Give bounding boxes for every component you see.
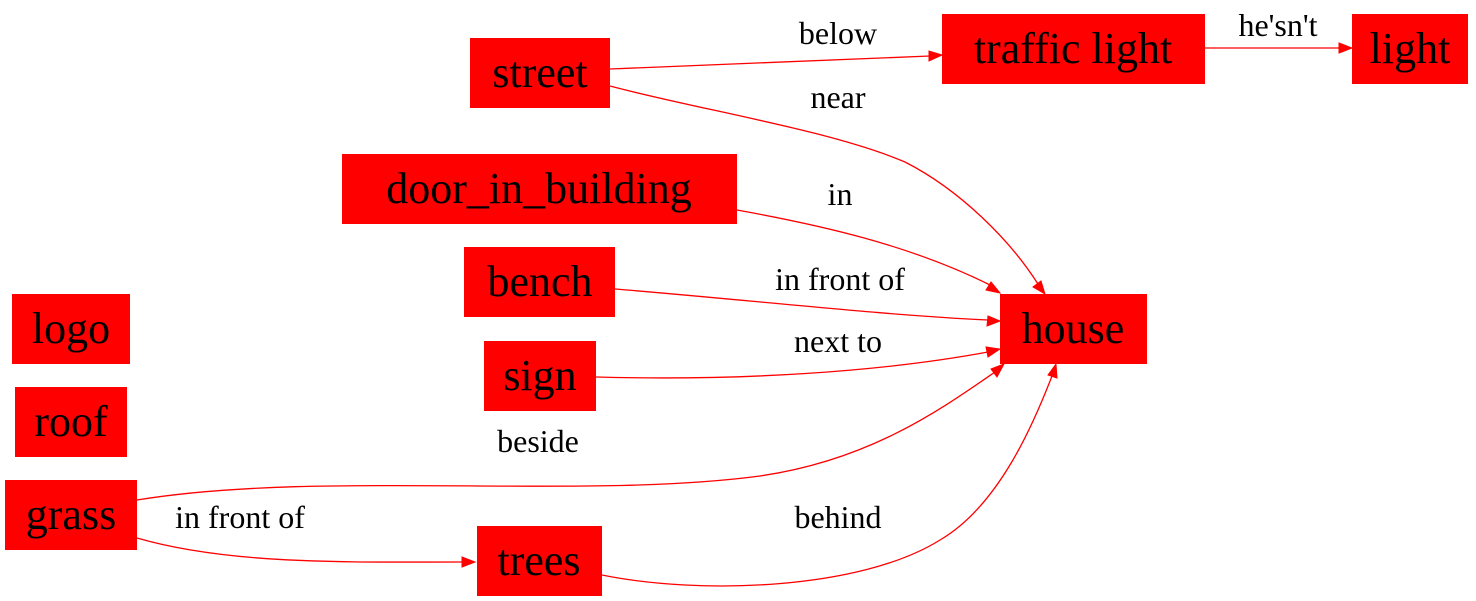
node-label: trees bbox=[497, 536, 580, 585]
node-label: house bbox=[1022, 304, 1125, 353]
edge-street-house: near bbox=[609, 79, 1046, 296]
node-label: traffic light bbox=[974, 24, 1172, 73]
node-street: street bbox=[470, 38, 610, 108]
node-bench: bench bbox=[464, 247, 615, 317]
node-label: roof bbox=[34, 397, 108, 446]
node-label: sign bbox=[503, 351, 576, 400]
node-light: light bbox=[1352, 14, 1468, 84]
node-logo: logo bbox=[12, 294, 130, 364]
node-label: door_in_building bbox=[386, 164, 692, 213]
edge-label: in front of bbox=[775, 261, 905, 297]
node-traffic-light: traffic light bbox=[942, 14, 1205, 84]
edge-label: next to bbox=[794, 323, 882, 359]
edge-door-house: in bbox=[736, 176, 1002, 294]
edge-sign-house: next to bbox=[595, 323, 1002, 379]
node-label: street bbox=[492, 48, 587, 97]
edge-label: in bbox=[828, 176, 853, 212]
edge-trees-house: behind bbox=[601, 362, 1058, 587]
node-door-in-building: door_in_building bbox=[342, 154, 737, 224]
edge-grass-house: beside bbox=[136, 363, 1006, 501]
edge-label: behind bbox=[794, 499, 881, 535]
node-label: light bbox=[1370, 24, 1451, 73]
edge-label: beside bbox=[497, 423, 579, 459]
node-label: bench bbox=[487, 257, 592, 306]
node-sign: sign bbox=[484, 341, 596, 411]
edge-bench-house: in front of bbox=[614, 261, 1002, 327]
edge-grass-trees: in front of bbox=[136, 499, 477, 568]
edge-label: in front of bbox=[175, 499, 305, 535]
edge-street-traffic-light: below bbox=[609, 15, 944, 70]
node-label: grass bbox=[26, 490, 116, 539]
node-house: house bbox=[1000, 294, 1147, 364]
node-roof: roof bbox=[15, 387, 127, 457]
edge-label: below bbox=[799, 15, 877, 51]
edge-label: he'sn't bbox=[1238, 7, 1317, 43]
edge-traffic-light-light: he'sn't bbox=[1205, 7, 1354, 54]
node-label: logo bbox=[32, 304, 110, 353]
edge-label: near bbox=[810, 79, 865, 115]
node-grass: grass bbox=[5, 480, 137, 550]
node-trees: trees bbox=[477, 526, 602, 596]
